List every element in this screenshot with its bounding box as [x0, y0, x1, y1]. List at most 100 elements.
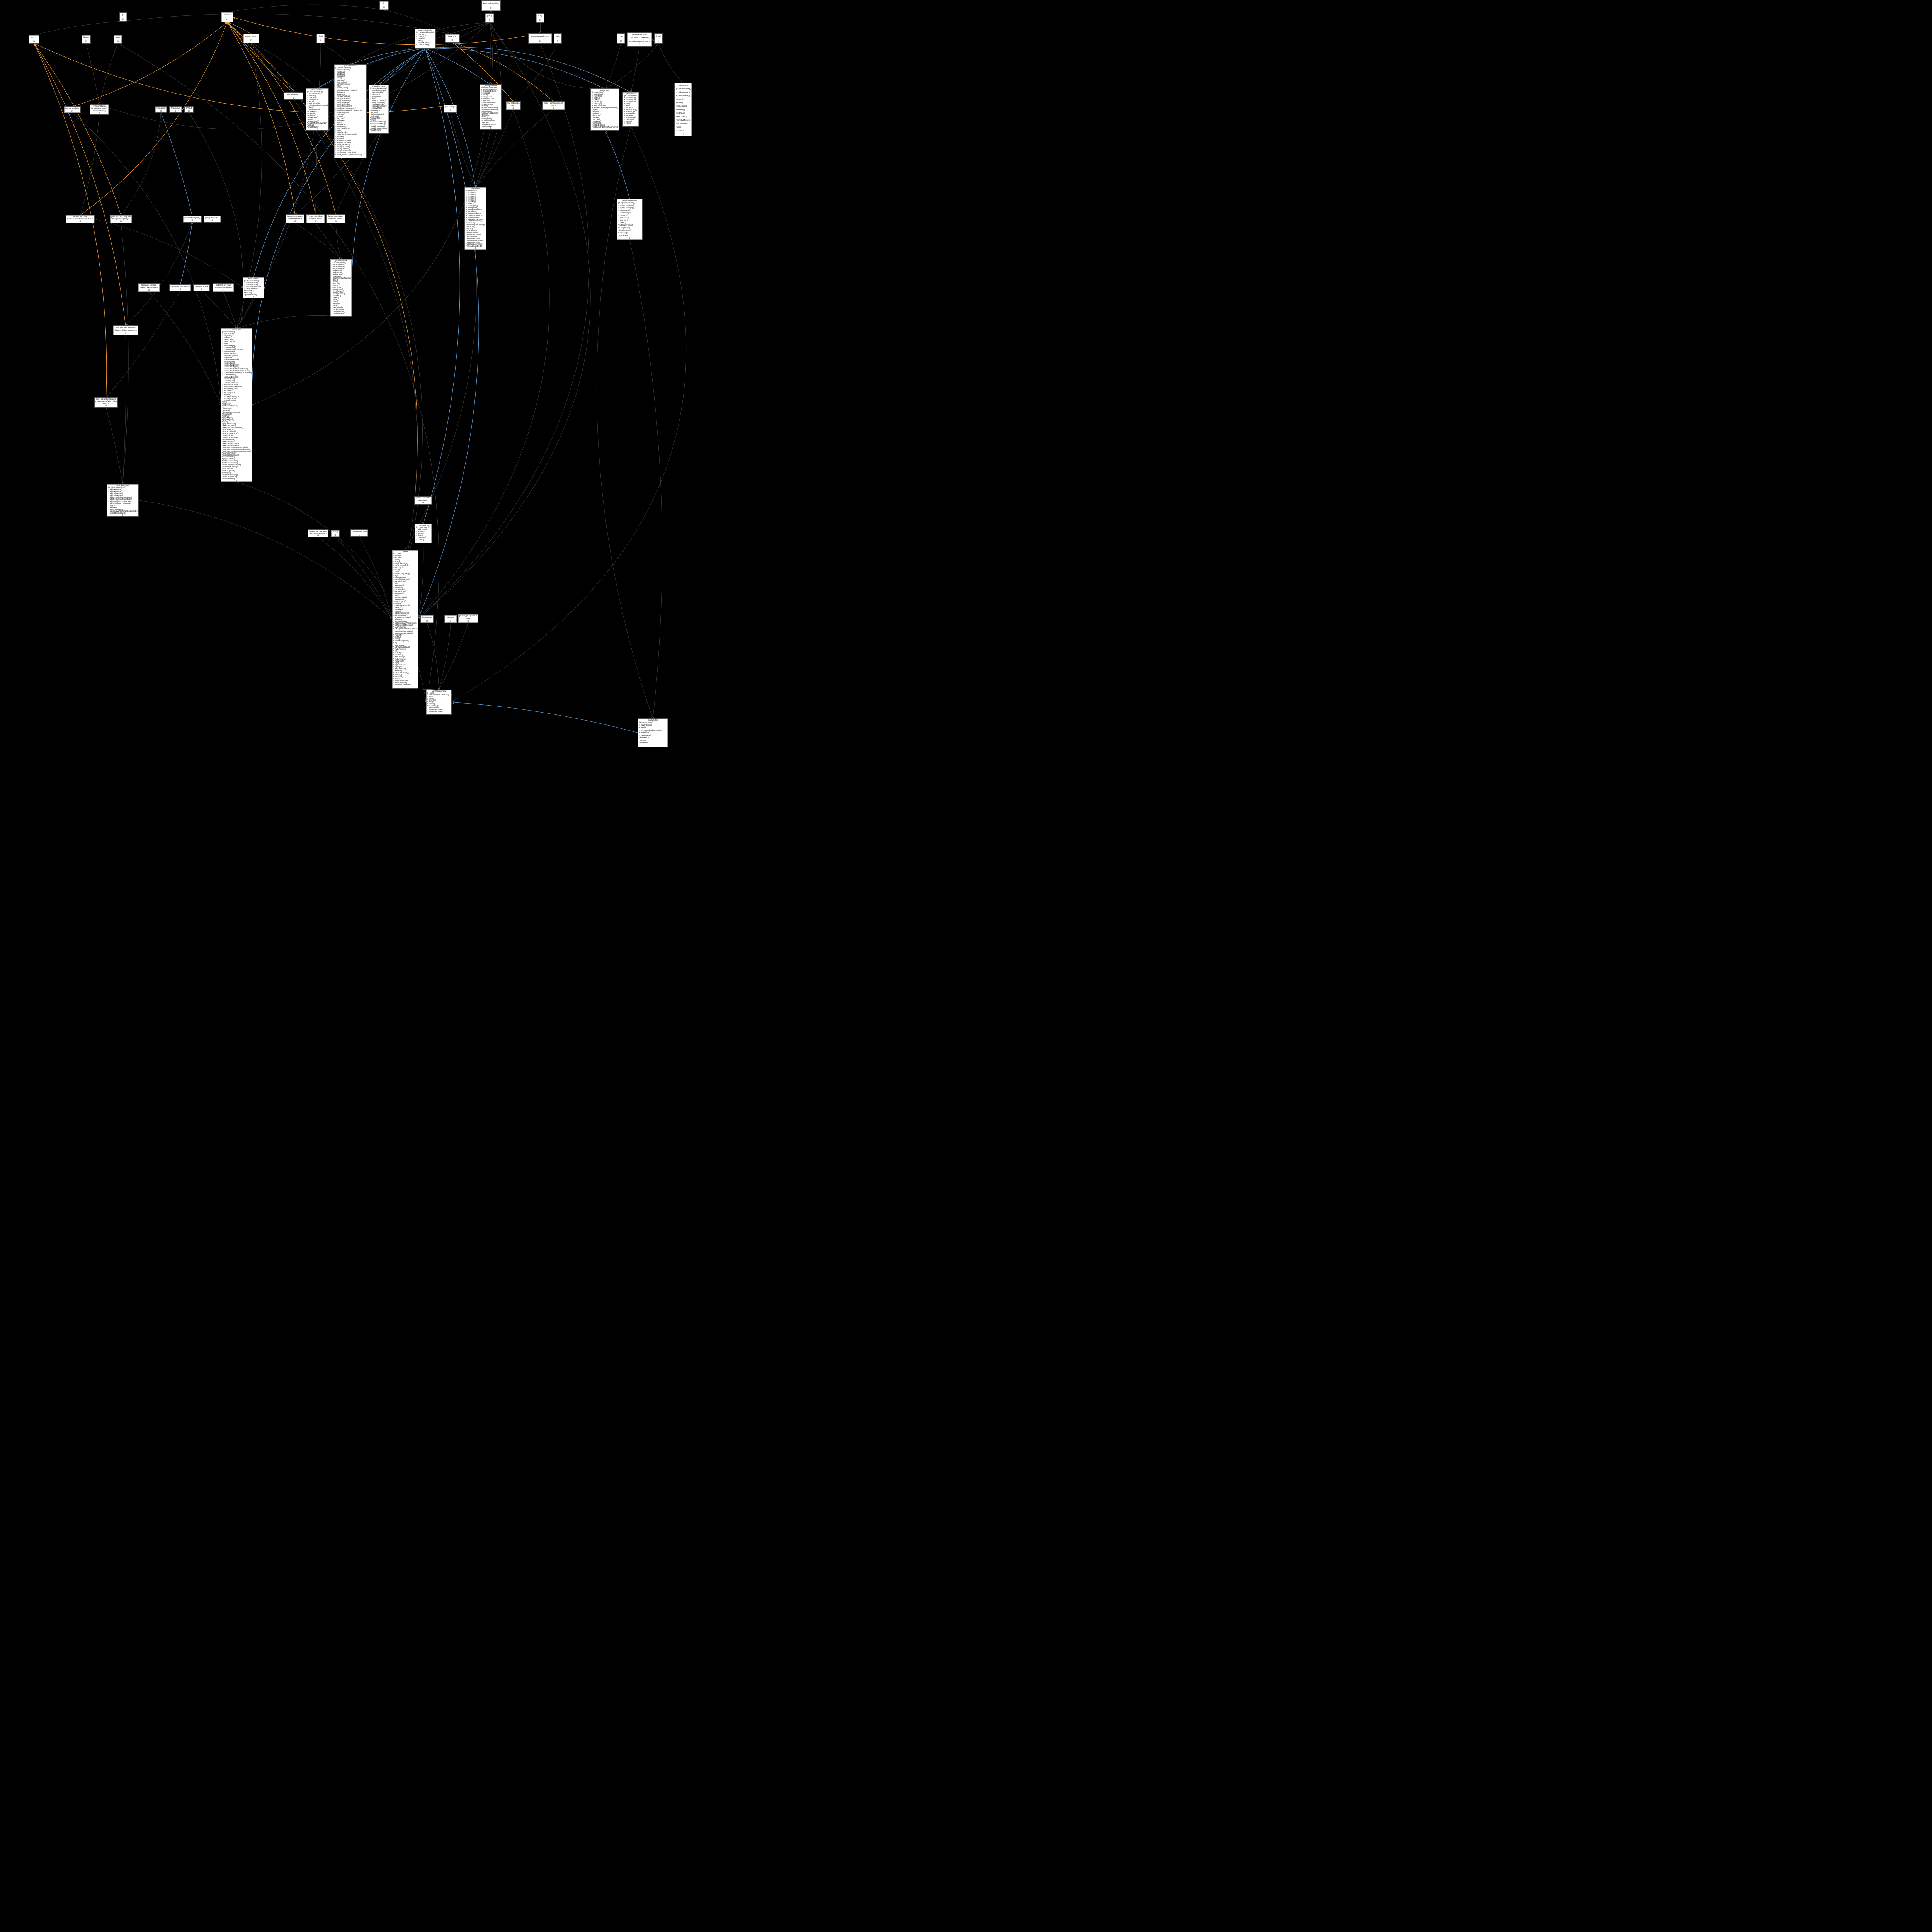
class-node-vector_bool[interactable]: {vector< bool >||} [284, 92, 303, 100]
class-node-RequiredFixings[interactable]: {RequiredFixings||+ fixingDatesIndices()… [107, 484, 139, 517]
class-node-map_KT[interactable]: {map< K, T >||} [445, 34, 460, 43]
edge-vector_ScheduleDates-vector_T [227, 22, 316, 215]
class-node-vector_ScheduleDerived[interactable]: {vector< ore::data::ScheduleDerived >||} [326, 214, 345, 223]
member-line: * currency_ [676, 129, 685, 131]
class-node-PremiumDatum[interactable]: {PremiumDatum||+ PremiumDatum()+ Premium… [90, 104, 109, 115]
member-line: * paymentDate() [427, 707, 439, 709]
class-node-vector_T[interactable]: {vector< T >||} [221, 12, 233, 22]
class-node-set_string[interactable]: {set< string >||} [444, 105, 457, 113]
member-line: * modifyEndDate() [335, 145, 350, 148]
class-node-PremiumData[interactable]: {PremiumData||+ PremiumData()+ PremiumDa… [243, 277, 264, 298]
class-node-Trade[interactable]: {Trade||+ Trade()+ Trade()+ ~Trade()+ bu… [392, 550, 418, 689]
class-node-map_string_any[interactable]: {map< string, boost::any >||} [506, 101, 521, 110]
class-node-Underlying[interactable]: {Underlying||+ Underlying()+ Underlying(… [590, 88, 619, 131]
class-node-XMLSerializable[interactable]: {XMLSerializable||+ ~XMLSerializable()+ … [415, 29, 436, 49]
class-node-K[interactable]: {K||} [119, 12, 127, 22]
class-node-ScheduleData[interactable]: {ScheduleData||+ ScheduleData()+ Schedul… [330, 259, 352, 317]
class-node-AssetClass[interactable]: {AssetClass||} [420, 615, 434, 623]
member-line: * fromXML() [639, 736, 649, 739]
class-node-Period[interactable]: {Period||} [184, 106, 194, 113]
class-node-TradeActions[interactable]: {TradeActions||+ TradeActions()+ addActi… [415, 524, 432, 543]
member-line: * endDate() [335, 119, 345, 121]
class-node-vector_ScheduleDates[interactable]: {vector< ore::data::ScheduleDates >||} [306, 214, 325, 223]
class-node-vector_double[interactable]: {vector< double >||} [64, 106, 81, 113]
class-node-vector_string[interactable]: {vector< string >||} [243, 34, 259, 43]
member-line: + underlying() [639, 731, 650, 734]
class-node-ScheduleDerived[interactable]: {ScheduleDerived||+ ScheduleDerived()+ S… [369, 85, 389, 134]
class-title: {set< K > [30, 36, 38, 38]
member-line: + name() [332, 285, 339, 287]
class-node-Frequency[interactable]: {Frequency||} [169, 106, 182, 113]
class-node-string[interactable]: {string||} [485, 13, 494, 23]
edge-K-set_K [34, 20, 124, 36]
class-node-Leg[interactable]: {Leg||} [536, 13, 544, 23]
member-line: + ScheduleDerived() [370, 89, 387, 92]
member-line: * removeLastDate() [335, 141, 351, 144]
edge-PremiumDatum-Date [99, 43, 118, 105]
class-node-TradeStrike[interactable]: {TradeStrike||+ TradeStrike()+ TradeStri… [622, 92, 639, 127]
class-node-any[interactable]: {any||} [554, 33, 562, 44]
member-line: + fixings() [393, 560, 401, 563]
class-node-size_t[interactable]: {size_t||} [331, 530, 340, 537]
class-node-ScheduleRules[interactable]: {ScheduleRules||+ ScheduleRules()+ Sched… [334, 64, 367, 158]
class-node-ScheduleDates[interactable]: {ScheduleDates||+ ScheduleDates()+ Sched… [306, 88, 329, 131]
class-node-Date[interactable]: {Date||} [114, 35, 122, 44]
class-node-Envelope[interactable]: {Envelope||+ Envelope()+ Envelope()+ Env… [464, 187, 486, 250]
class-node-optional_OptionExerciseData[interactable]: {optional< ore::data::OptionExerciseData… [213, 283, 234, 292]
member-line: + premiumData() [222, 360, 236, 362]
member-line: } [423, 540, 424, 543]
class-node-Real[interactable]: {Real||} [654, 33, 663, 44]
edge-ScheduleData-vector_ScheduleDates [315, 223, 341, 260]
class-node-EquityOption[interactable]: {EquityOption||+ EquityOption()+ EquityO… [638, 718, 668, 747]
member-line: * fromXML() [244, 289, 254, 292]
class-node-vector_PremiumDatum[interactable]: {vector< ore::data::PremiumData::Premium… [66, 215, 95, 223]
class-node-vector_QLLeg[interactable]: {vector< QuantLib::Leg >||} [528, 33, 552, 44]
member-line: + strikePrice() [624, 110, 635, 112]
class-node-variant[interactable]: {variant< ore::data::TradeStrike::Strike… [627, 32, 652, 47]
class-node-EquityUnderlying[interactable]: {EquityUnderlying||+ EquityUnderlying()+… [617, 199, 643, 240]
member-line: * modifyEndOfMonthConvention() [335, 153, 362, 156]
class-node-shared_ptr_QLIndex[interactable]: {shared_ptr< QuantLib::Index >||} [458, 614, 478, 623]
class-title: {map< std::string, boost [544, 102, 563, 104]
member-line: * toXML() [393, 636, 401, 638]
class-node-Type[interactable]: {Type||} [617, 33, 625, 44]
member-line: + firstDate() [335, 91, 345, 93]
class-node-map_stdstring_any[interactable]: {map< std::string, boost::any >||} [542, 101, 565, 110]
member-line: } [340, 314, 342, 316]
member-line: ||} [512, 107, 514, 109]
member-line: ||+ TradeStrike() [624, 95, 637, 97]
edge-string-basic_string [490, 11, 491, 14]
class-node-ZeroInflationFixingEntry[interactable]: {ZeroInflationFixingEntry||} [169, 284, 191, 291]
member-line: * fromXML() [466, 226, 476, 228]
edge-set_FixingEntry-set_K [34, 43, 121, 216]
class-node-VanillaOptionTrade[interactable]: {VanillaOptionTrade||+ build()+ setNotio… [426, 690, 452, 715]
class-node-OptionData[interactable]: {OptionData||+ OptionData()+ OptionData(… [221, 328, 252, 482]
class-node-TradeMonetary[interactable]: {TradeMonetary||+ TradeMonetary()+ Trade… [674, 83, 692, 136]
class-node-vector_ScheduleRules[interactable]: {vector< ore::data::ScheduleRules >||} [286, 214, 304, 223]
class-node-shared_ptr_InstrumentWrapper[interactable]: {shared_ptr< ore::data::InstrumentWrappe… [308, 529, 328, 537]
edge-vector_QLLeg-Leg [539, 22, 541, 34]
class-node-InflationFixingEntry[interactable]: {InflationFixingEntry||} [183, 216, 202, 223]
class-node-NettingSetDetails[interactable]: {NettingSetDetails||+ NettingSetDetails(… [480, 84, 502, 130]
class-node-bool[interactable]: {bool||} [316, 34, 325, 43]
class-node-vector_TradeAction[interactable]: {vector< ore::data::TradeAction >||} [414, 496, 432, 505]
member-line: + additionalDatum() [393, 612, 409, 614]
class-node-optional_bool[interactable]: {optional< bool >||} [193, 284, 210, 291]
member-line: * tradeActions() [393, 648, 406, 650]
member-line: * calendar() [307, 114, 316, 116]
member-line: + convention() [370, 95, 382, 97]
class-node-nanosecond_type[interactable]: {nanosecond_type||} [350, 529, 368, 537]
member-line: ||} [125, 332, 126, 334]
class-node-optional_OptionPaymentData[interactable]: {optional< ore::data::OptionPaymentData … [138, 283, 160, 292]
class-node-T[interactable]: {T||} [379, 1, 389, 10]
class-node-set_K[interactable]: {set< K >||} [29, 35, 39, 44]
class-node-InterpolationType[interactable]: {InterpolationType||} [204, 216, 221, 223]
class-node-double[interactable]: {double||} [82, 35, 91, 44]
member-line: * exerciseFeeSettlementPeriod() [222, 446, 248, 448]
class-node-basic_string[interactable]: {basic_string< Char >||} [481, 0, 501, 11]
class-node-Currency[interactable]: {Currency||} [444, 615, 457, 623]
class-node-FixingEntry[interactable]: {FixingEntry||} [155, 106, 167, 113]
